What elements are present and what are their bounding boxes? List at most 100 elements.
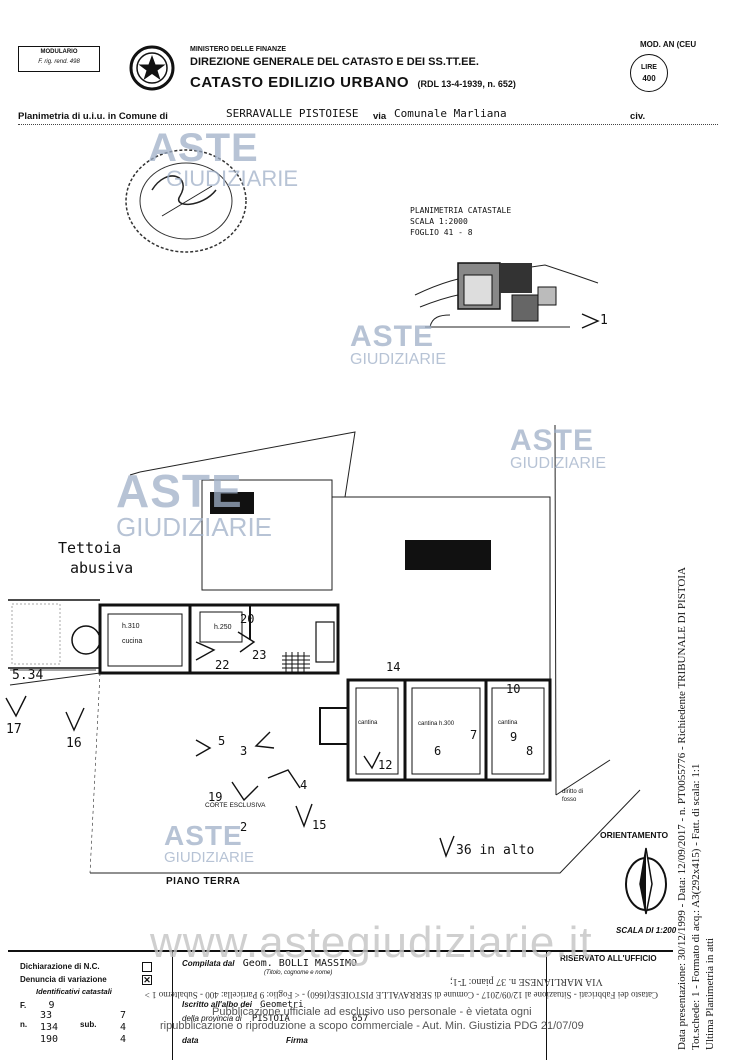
footer-divider-2 [546, 950, 547, 1060]
num-3: 3 [240, 744, 248, 758]
piano-terra-label: PIANO TERRA [166, 876, 241, 887]
denuncia-label: Denuncia di variazione [20, 975, 107, 984]
lire-stamp: LIRE 400 [630, 54, 668, 92]
watermark-logo-5: ASTE GIUDIZIARIE [164, 820, 255, 866]
num-9: 9 [510, 730, 518, 744]
bleed-line-1: VIA MARLIANESE n. 37 piano: T-1; [450, 976, 603, 987]
sub-value-3: 4 [120, 1034, 127, 1045]
floor-plan [5, 424, 641, 874]
dimension-label: 5.34 [12, 668, 44, 683]
sub-arrow-icon [581, 313, 600, 329]
dichiarazione-label: Dichiarazione di N.C. [20, 962, 100, 971]
estratto-line2: SCALA 1:2000 [410, 217, 468, 226]
watermark-brand: ASTE [164, 820, 243, 851]
provincia-label: della provincia di [182, 1014, 242, 1023]
num-5: 5 [218, 734, 226, 748]
estratto-map [414, 262, 599, 328]
bleed-line-2: Catasto dei Fabbricati - Situazione al 1… [144, 990, 658, 1000]
compilata-value: Geom. BOLLI MASSIMO [242, 958, 358, 969]
side-text-line2: Tot.schede: 1 - Formato di acq.: A3(292x… [690, 763, 702, 1050]
scala-label: SCALA DI 1:200 [616, 926, 677, 935]
iscritto-label: Iscritto all'albo dei [182, 1000, 252, 1009]
watermark-brand: ASTE [116, 465, 243, 517]
cucina-label: h.310 cucina [122, 622, 142, 646]
dichiarazione-checkbox [142, 962, 152, 972]
watermark-brand-sub: GIUDIZIARIE [350, 351, 447, 368]
data-label: data [182, 1036, 199, 1045]
watermark-brand-sub: GIUDIZIARIE [164, 849, 255, 866]
watermark-logo-1: ASTE GIUDIZIARIE [148, 128, 298, 190]
sub-label: sub. [80, 1020, 97, 1029]
corte-label: CORTE ESCLUSIVA [205, 802, 266, 809]
estratto-line1: PLANIMETRIA CATASTALE [410, 206, 512, 215]
num-8: 8 [526, 744, 534, 758]
n-block: n. sub. 33 134 190 7 4 4 [20, 1010, 170, 1060]
num-7: 7 [470, 728, 478, 742]
n-value-1: 33 [40, 1010, 53, 1021]
compilata-row: Compilata dal Geom. BOLLI MASSIMO [182, 958, 542, 969]
watermark-logo-2: ASTE GIUDIZIARIE [350, 322, 446, 368]
lire-label: LIRE [641, 64, 657, 71]
diritto-label: diritto di fosso [562, 789, 584, 803]
tettoia-line1: Tettoia [58, 539, 122, 557]
n-value-3: 190 [40, 1034, 59, 1045]
num-6: 6 [434, 744, 442, 758]
sub36-label: 36 in alto [456, 843, 535, 858]
footer-divider-1 [172, 950, 173, 1060]
civ-label: civ. [630, 111, 646, 122]
n-value-2: 134 [40, 1022, 59, 1033]
ministry-label: MINISTERO DELLE FINANZE [190, 46, 287, 53]
footer-top-rule [8, 950, 673, 952]
num-10: 10 [506, 682, 521, 696]
planimetria-label: Planimetria di u.i.u. in Comune di [18, 111, 168, 122]
identificativi-label: Identificativi catastali [36, 987, 112, 996]
num-16: 16 [66, 736, 82, 751]
north-compass-icon [625, 847, 667, 915]
f-label: F. [20, 1001, 27, 1010]
num-17: 17 [6, 722, 22, 737]
comune-value: SERRAVALLE PISTOIESE [226, 107, 359, 120]
estratto-arrow: 1 [580, 312, 608, 330]
orientamento-label: ORIENTAMENTO [600, 830, 669, 840]
estratto-line3: FOGLIO 41 - 8 [410, 228, 473, 237]
compilata-sub: (Titolo, cognome e nome) [264, 970, 333, 976]
num-19: 19 [208, 790, 223, 804]
sub-value-1: 7 [120, 1010, 127, 1021]
planimetria-row: Planimetria di u.i.u. in Comune di SERRA… [18, 107, 718, 126]
dichiarazione-row: Dichiarazione di N.C. [20, 962, 152, 972]
firma-label: Firma [286, 1036, 308, 1045]
mod-label: MOD. AN (CEU [640, 40, 697, 49]
num-22: 22 [215, 658, 230, 672]
direzione-label: DIREZIONE GENERALE DEL CATASTO E DEI SS.… [190, 56, 479, 68]
num-15: 15 [312, 818, 327, 832]
iscritto-row: Iscritto all'albo dei Geometri [182, 1000, 542, 1010]
n-label: n. [20, 1020, 28, 1029]
provincia-row: della provincia di PISTOIA 657 [182, 1014, 542, 1024]
data-firma-row: data Firma [182, 1036, 542, 1045]
denuncia-row: Denuncia di variazione ✕ [20, 975, 152, 985]
watermark-logo-4: ASTE GIUDIZIARIE [116, 468, 272, 540]
watermark-brand: ASTE [148, 126, 259, 170]
cucina-name: cucina [122, 638, 143, 645]
office-stamp-icon [125, 149, 247, 253]
modulario-box: MODULARIO F. rig. rend. 498 [18, 46, 100, 72]
riservato-label: RISERVATO ALL'UFFICIO [560, 954, 657, 963]
estratto-sub-number: 1 [600, 313, 608, 328]
cucina-height: h.310 [122, 623, 140, 630]
watermark-notice-1: Pubblicazione ufficiale ad esclusivo uso… [212, 1006, 532, 1018]
watermark-brand-sub: GIUDIZIARIE [116, 512, 273, 542]
estratto-title: PLANIMETRIA CATASTALE SCALA 1:2000 FOGLI… [410, 205, 511, 238]
modulario-label: MODULARIO [40, 49, 78, 55]
via-label: via [373, 111, 387, 122]
albo-number: 657 [352, 1014, 369, 1024]
via-value: Comunale Marliana [394, 107, 507, 120]
side-text-line3: Ultima Planimetria in atti [704, 937, 716, 1050]
tettoia-label: Tettoia abusiva [58, 538, 133, 578]
h250-label: h.250 [214, 624, 232, 631]
catasto-title: CATASTO EDILIZIO URBANO (RDL 13-4-1939, … [190, 74, 516, 92]
watermark-logo-3: ASTE GIUDIZIARIE [510, 426, 606, 472]
num-2: 2 [240, 820, 248, 834]
num-14: 14 [386, 660, 401, 674]
cantina-3: cantina [498, 720, 518, 726]
provincia-value: PISTOIA [251, 1014, 290, 1024]
